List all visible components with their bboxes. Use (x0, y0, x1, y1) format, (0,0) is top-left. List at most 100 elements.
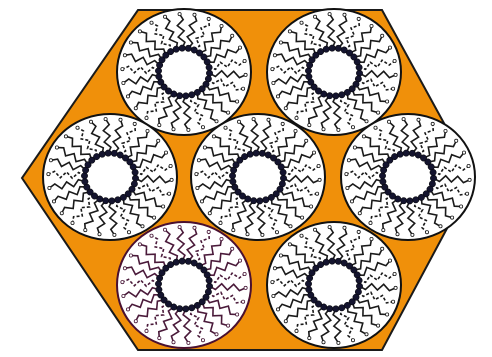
tail-end (89, 120, 92, 123)
tail-end (121, 281, 124, 284)
tail-end (358, 212, 361, 215)
tail-end (337, 128, 340, 131)
tail-end (374, 126, 377, 129)
surfactant-head (173, 46, 179, 52)
tail-end (129, 41, 132, 44)
tail-end (357, 230, 360, 233)
surfactant-head (407, 198, 413, 204)
tail-end (267, 118, 270, 121)
tail-end (370, 237, 373, 240)
tail-end (203, 146, 206, 149)
micelle-middle-left (43, 114, 177, 240)
tail-end (310, 205, 313, 208)
tail-end (158, 337, 161, 340)
tail-end (343, 13, 346, 16)
surfactant-head (132, 169, 138, 175)
tail-end (133, 122, 136, 125)
tail-end (145, 116, 148, 119)
tail-end (411, 233, 414, 236)
tail-end (271, 68, 274, 71)
surfactant-head (356, 64, 362, 70)
tail-end (288, 30, 291, 33)
tail-end (273, 267, 276, 270)
micelle-middle-right (341, 114, 475, 240)
tail-end (150, 234, 153, 237)
surfactant-head (155, 68, 161, 74)
tail-end (158, 124, 161, 127)
tail-end (220, 237, 223, 240)
tail-end (252, 118, 255, 121)
tail-end (322, 341, 325, 344)
tail-end (377, 324, 380, 327)
surfactant-head (339, 305, 345, 311)
surfactant-head (323, 46, 329, 52)
tail-end (386, 313, 389, 316)
tail-end (157, 139, 160, 142)
surfactant-head (401, 198, 407, 204)
tail-end (126, 308, 129, 311)
surfactant-head (280, 169, 286, 175)
tail-end (295, 329, 298, 332)
tail-end (272, 294, 275, 297)
tail-end (308, 337, 311, 340)
tail-end (386, 100, 389, 103)
tail-end (168, 192, 171, 195)
tail-end (76, 126, 79, 129)
tail-end (289, 225, 292, 228)
surfactant-head (229, 173, 235, 179)
surfactant-head (206, 277, 212, 283)
tail-end (357, 17, 360, 20)
surfactant-head (257, 198, 263, 204)
tail-end (134, 107, 137, 110)
surfactant-head (81, 173, 87, 179)
surfactant-head (409, 150, 415, 156)
tail-end (345, 173, 348, 176)
surfactant-head (111, 150, 117, 156)
tail-end (164, 151, 167, 154)
tail-end (196, 186, 199, 189)
tail-end (231, 247, 234, 250)
tail-end (122, 81, 125, 84)
tail-end (377, 111, 380, 114)
tail-end (300, 21, 303, 24)
surfactant-head (305, 68, 311, 74)
surfactant-head (156, 286, 162, 292)
tail-end (300, 234, 303, 237)
surfactant-head (251, 198, 257, 204)
surfactant-head (306, 286, 312, 292)
tail-end (238, 259, 241, 262)
micelle-outline (341, 114, 475, 240)
surfactant-head (132, 175, 138, 181)
tail-end (317, 164, 320, 167)
surfactant-head (329, 258, 335, 264)
tail-end (467, 164, 470, 167)
surfactant-head (397, 151, 403, 157)
tail-end (145, 329, 148, 332)
surfactant-head (335, 45, 341, 51)
tail-end (382, 229, 385, 232)
surfactant-head (109, 198, 115, 204)
tail-end (396, 233, 399, 236)
tail-end (215, 120, 218, 123)
tail-end (444, 129, 447, 132)
tail-end (208, 212, 211, 215)
tail-end (104, 118, 107, 121)
surfactant-head (430, 169, 436, 175)
tail-end (322, 128, 325, 131)
tail-end (200, 200, 203, 203)
tail-end (64, 135, 67, 138)
micelle-outline (267, 9, 401, 135)
tail-end (353, 146, 356, 149)
tail-end (305, 139, 308, 142)
tail-end (295, 116, 298, 119)
surfactant-head (380, 178, 386, 184)
tail-end (187, 341, 190, 344)
tail-end (381, 34, 384, 37)
tail-end (328, 226, 331, 229)
surfactant-head (173, 259, 179, 265)
tail-end (243, 272, 246, 275)
tail-end (119, 118, 122, 121)
micelle-top-right (267, 9, 401, 135)
tail-end (343, 226, 346, 229)
